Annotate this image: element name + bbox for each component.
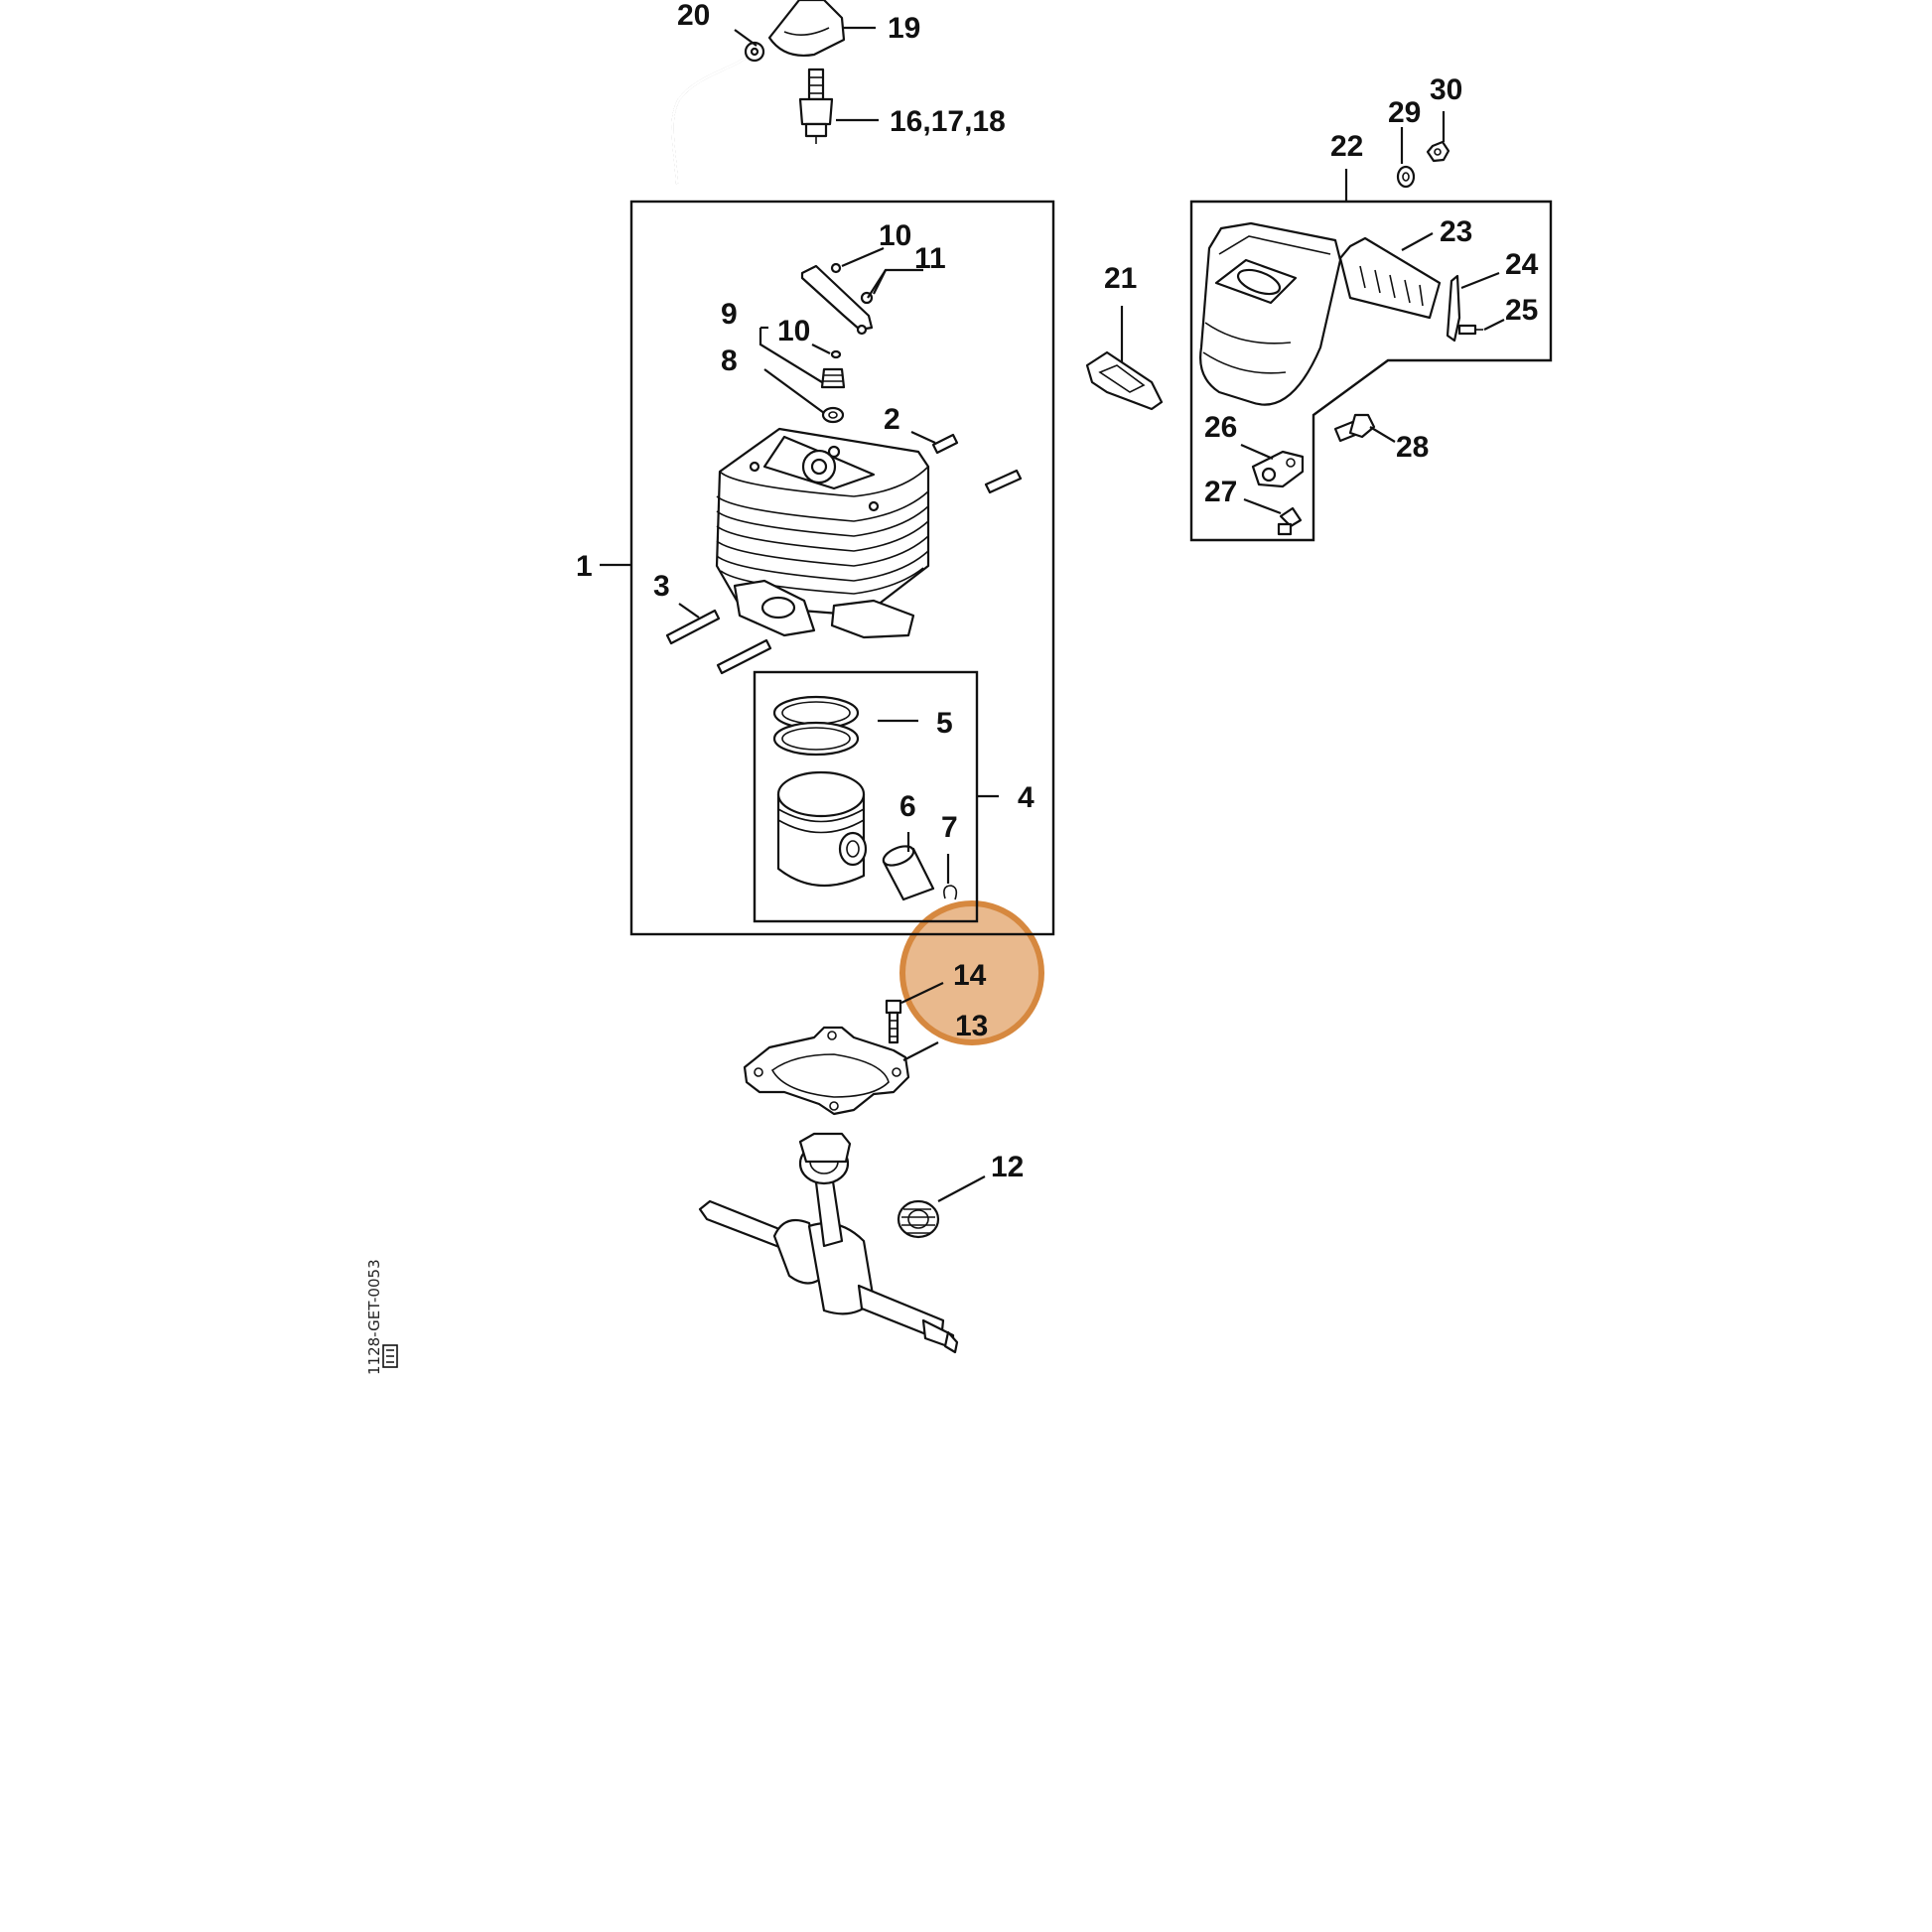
callout-30: 30 bbox=[1430, 73, 1462, 106]
highlight-circle bbox=[899, 900, 1044, 1045]
callout-13: 13 bbox=[955, 1010, 988, 1042]
callout-27: 27 bbox=[1204, 476, 1237, 508]
cylinder-icon bbox=[715, 427, 930, 639]
piston-ring-icon bbox=[772, 695, 860, 757]
bracket-icon bbox=[1251, 450, 1305, 488]
callout-29: 29 bbox=[1388, 96, 1421, 129]
callout-11: 11 bbox=[914, 242, 946, 275]
callout-14: 14 bbox=[953, 959, 987, 992]
callout-8: 8 bbox=[721, 345, 738, 377]
piston-icon bbox=[776, 770, 868, 888]
spark-plug-boot-icon bbox=[767, 0, 846, 57]
callout-24: 24 bbox=[1505, 248, 1539, 281]
exhaust-gasket-icon bbox=[1085, 350, 1164, 411]
callout-5: 5 bbox=[936, 707, 953, 740]
nut-icon bbox=[1396, 165, 1416, 189]
nut-icon bbox=[1426, 140, 1450, 163]
decompression-valve-icon bbox=[820, 349, 846, 424]
muffler-icon bbox=[1199, 221, 1342, 406]
callout-1: 1 bbox=[576, 550, 593, 583]
callout-23: 23 bbox=[1440, 215, 1472, 248]
ignition-lead-group bbox=[671, 0, 879, 185]
drawing-code-box-icon bbox=[382, 1344, 398, 1368]
callout-26: 26 bbox=[1204, 411, 1237, 444]
muffler-gasket-icon bbox=[1446, 274, 1461, 343]
muffler-kit-frame bbox=[1189, 200, 1553, 542]
needle-bearing-icon bbox=[897, 1199, 940, 1239]
callout-7: 7 bbox=[941, 811, 958, 844]
callout-16-17-18: 16,17,18 bbox=[890, 105, 1006, 138]
callout-25: 25 bbox=[1505, 294, 1538, 327]
callout-10-upper: 10 bbox=[879, 219, 911, 252]
screw-icon bbox=[1333, 413, 1376, 443]
callout-28: 28 bbox=[1396, 431, 1429, 464]
drawing-code: 1128-GET-0053 bbox=[365, 1259, 383, 1375]
callout-19: 19 bbox=[888, 12, 920, 45]
callout-3: 3 bbox=[653, 570, 670, 603]
bracket-icon bbox=[800, 262, 874, 336]
callout-10-lower: 10 bbox=[777, 315, 810, 347]
callout-12: 12 bbox=[991, 1151, 1024, 1183]
circlip-icon bbox=[943, 885, 958, 900]
baffle-plate-icon bbox=[1338, 236, 1442, 320]
callout-9: 9 bbox=[721, 298, 738, 331]
stud-icon bbox=[665, 609, 772, 675]
piston-pin-icon bbox=[882, 845, 935, 901]
screw-icon bbox=[1277, 506, 1303, 536]
callout-6: 6 bbox=[899, 790, 916, 823]
callout-4: 4 bbox=[1018, 781, 1035, 814]
callout-2: 2 bbox=[884, 403, 900, 436]
callout-20: 20 bbox=[677, 0, 710, 32]
screw-icon bbox=[885, 999, 902, 1044]
callout-21: 21 bbox=[1104, 262, 1137, 295]
callout-22: 22 bbox=[1330, 130, 1363, 163]
spark-plug-icon bbox=[798, 68, 834, 144]
screw-icon bbox=[1457, 324, 1483, 336]
cylinder-gasket-icon bbox=[743, 1026, 910, 1116]
cylinder-kit-frame bbox=[629, 200, 1055, 936]
stud-icon bbox=[931, 433, 1023, 494]
crankshaft-icon bbox=[698, 1132, 959, 1354]
